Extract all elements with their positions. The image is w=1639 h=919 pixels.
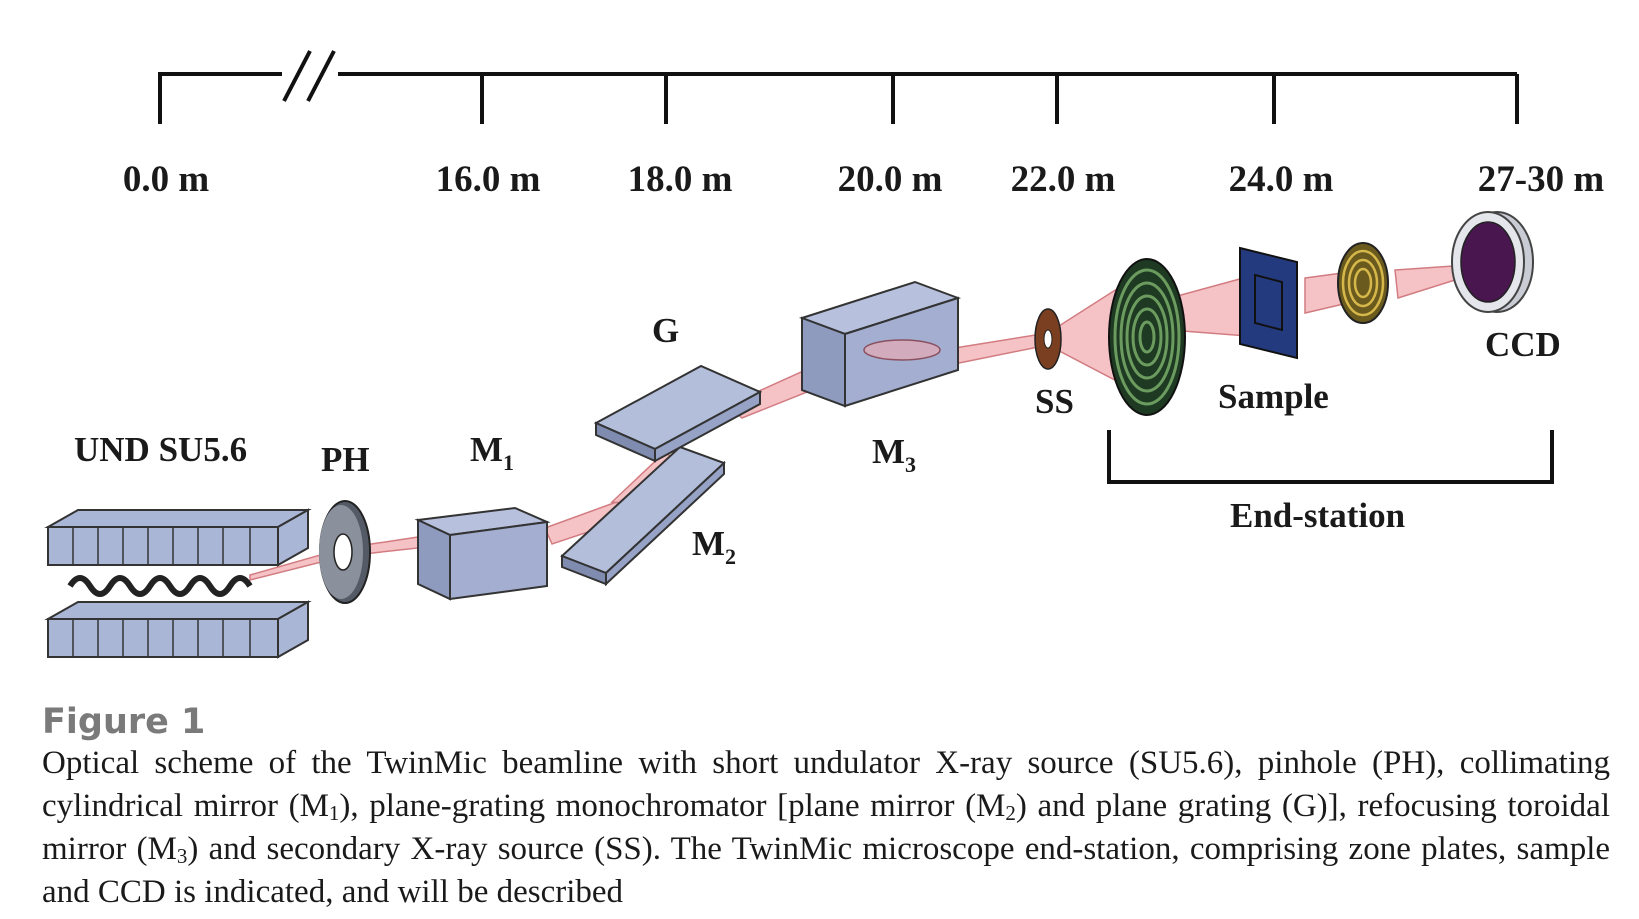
undulator-magnets (44, 508, 312, 659)
label-pinhole: PH (321, 440, 370, 479)
mirror-m2-icon (560, 445, 726, 587)
label-m1: M1 (470, 430, 514, 475)
label-grating: G (652, 311, 679, 350)
label-m3: M3 (872, 432, 916, 477)
sample-holder-icon (1239, 246, 1298, 360)
mirror-m3-icon (798, 280, 962, 408)
label-m2: M2 (692, 524, 736, 569)
scale-label-5: 24.0 m (1229, 159, 1334, 200)
scale-label-3: 20.0 m (838, 159, 943, 200)
grating-g-icon (593, 364, 763, 463)
scale-label-6: 27-30 m (1478, 159, 1605, 200)
caption-text: Optical scheme of the TwinMic beamline w… (42, 745, 1611, 910)
electron-wiggle-icon (67, 575, 253, 597)
label-ccd: CCD (1485, 325, 1561, 364)
label-endstation: End-station (1230, 496, 1405, 535)
zone-plate-1-icon (1108, 258, 1186, 416)
scale-label-0: 0.0 m (123, 159, 210, 200)
scale-label-2: 18.0 m (628, 159, 733, 200)
label-sample: Sample (1218, 377, 1329, 416)
zone-plate-2-icon (1337, 242, 1389, 324)
figure-caption: Figure 1 Optical scheme of the TwinMic b… (42, 702, 1610, 914)
secondary-source-icon (1034, 308, 1062, 370)
scale-break-icon (282, 50, 338, 102)
figure-title: Figure 1 (42, 702, 206, 742)
distance-scale (158, 72, 1519, 124)
label-undulator: UND SU5.6 (74, 430, 247, 469)
beamline-diagram: 0.0 m 16.0 m 18.0 m 20.0 m 22.0 m 24.0 m… (44, 50, 1605, 659)
scale-label-1: 16.0 m (436, 159, 541, 200)
scale-label-4: 22.0 m (1011, 159, 1116, 200)
endstation-bracket (1107, 430, 1554, 484)
undulator-segment-lines (72, 527, 251, 657)
ccd-detector-icon (1451, 211, 1534, 313)
label-ss: SS (1035, 382, 1074, 421)
mirror-m1-icon (414, 506, 551, 601)
pinhole-icon (319, 500, 371, 604)
